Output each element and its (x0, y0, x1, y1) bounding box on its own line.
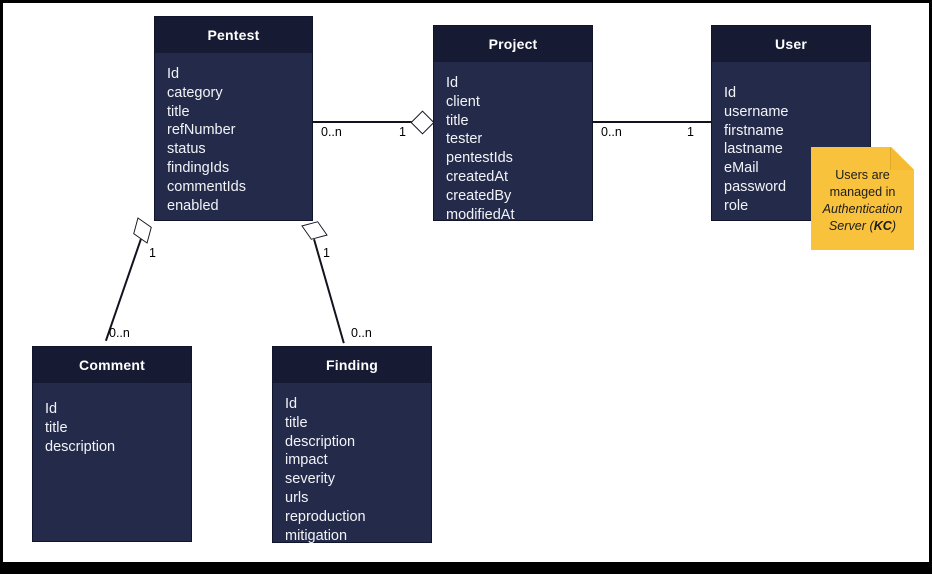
class-box-pentest[interactable]: Pentest Id category title refNumber stat… (154, 16, 313, 221)
attribute-row: pentestIds (446, 150, 513, 167)
class-box-finding[interactable]: Finding Id title description impact seve… (272, 346, 432, 544)
attribute-row: severity (285, 471, 335, 488)
class-title-user: User (712, 26, 870, 62)
aggregation-diamond-pentest-finding (301, 221, 328, 240)
attribute-row: tester (446, 131, 483, 148)
class-title-finding: Finding (273, 347, 431, 383)
note-line-4: Server (KC) (817, 218, 908, 235)
attribute-row: description (285, 433, 356, 450)
aggregation-diamond-pentest-comment (133, 217, 152, 244)
attribute-row: urls (285, 489, 309, 506)
note-line-4-suffix: ) (891, 219, 897, 233)
attribute-row: title (285, 414, 308, 431)
class-attributes-user: Id username firstname lastname eMail pas… (712, 62, 870, 224)
class-title-comment: Comment (33, 347, 191, 383)
attribute-row: lastname (724, 141, 783, 158)
attribute-row: status (167, 141, 206, 158)
class-attributes-pentest: Id category title refNumber status findi… (155, 53, 312, 223)
class-box-comment[interactable]: Comment Id title description (32, 346, 192, 542)
attribute-row: eMail (724, 160, 759, 177)
multiplicity-project-user-source: 0..n (601, 125, 622, 139)
note-text: Users are managed in Authentication Serv… (811, 167, 914, 235)
class-title-project: Project (434, 26, 592, 62)
multiplicity-pentest-finding-source: 1 (323, 246, 330, 260)
sticky-note-users: Users are managed in Authentication Serv… (811, 147, 914, 250)
multiplicity-pentest-project-source: 0..n (321, 125, 342, 139)
attribute-row: modifiedAt (446, 206, 515, 223)
attribute-row: mitigation (285, 527, 348, 544)
attribute-row: description (45, 438, 116, 455)
attribute-row: createdBy (446, 187, 512, 204)
class-title-pentest: Pentest (155, 17, 312, 53)
note-line-4-prefix: Server ( (828, 219, 874, 233)
attribute-row: createdAt (446, 168, 509, 185)
attribute-row: refNumber (167, 122, 236, 139)
attribute-row: firstname (724, 122, 784, 139)
attribute-row: commentIds (167, 178, 246, 195)
attribute-row: title (167, 103, 190, 120)
attribute-row: title (446, 112, 469, 129)
class-box-project[interactable]: Project Id client title tester pentestId… (433, 25, 593, 223)
attribute-row: client (446, 93, 480, 110)
attribute-row: findingIds (167, 159, 230, 176)
edge-pentest-project (313, 121, 429, 123)
aggregation-diamond-project (410, 110, 435, 135)
multiplicity-pentest-comment-target: 0..n (109, 326, 130, 340)
attribute-row: Id (724, 85, 737, 101)
edge-project-user (593, 121, 711, 123)
note-line-4-bold: KC (873, 219, 892, 233)
multiplicity-project-user-target: 1 (687, 125, 694, 139)
attribute-row: role (724, 197, 749, 214)
attribute-row: Id (45, 401, 58, 417)
attribute-row: reproduction (285, 508, 366, 525)
note-line-2: managed in (829, 185, 896, 199)
attribute-row: title (45, 419, 68, 436)
class-attributes-comment: Id title description (33, 383, 191, 464)
multiplicity-pentest-comment-source: 1 (149, 246, 156, 260)
attribute-row: category (167, 84, 223, 101)
attribute-row: enabled (167, 197, 219, 214)
attribute-row: username (724, 103, 789, 120)
attribute-row: impact (285, 452, 328, 469)
attribute-row: Id (285, 396, 298, 412)
attribute-row: Id (167, 66, 180, 82)
multiplicity-pentest-finding-target: 0..n (351, 326, 372, 340)
multiplicity-pentest-project-target: 1 (399, 125, 406, 139)
note-line-3: Authentication (822, 202, 903, 216)
attribute-row: Id (446, 75, 459, 91)
canvas-bottom-bar (3, 562, 929, 571)
class-attributes-finding: Id title description impact severity url… (273, 383, 431, 553)
note-line-1: Users are (835, 168, 890, 182)
class-attributes-project: Id client title tester pentestIds create… (434, 62, 592, 232)
attribute-row: password (724, 178, 787, 195)
